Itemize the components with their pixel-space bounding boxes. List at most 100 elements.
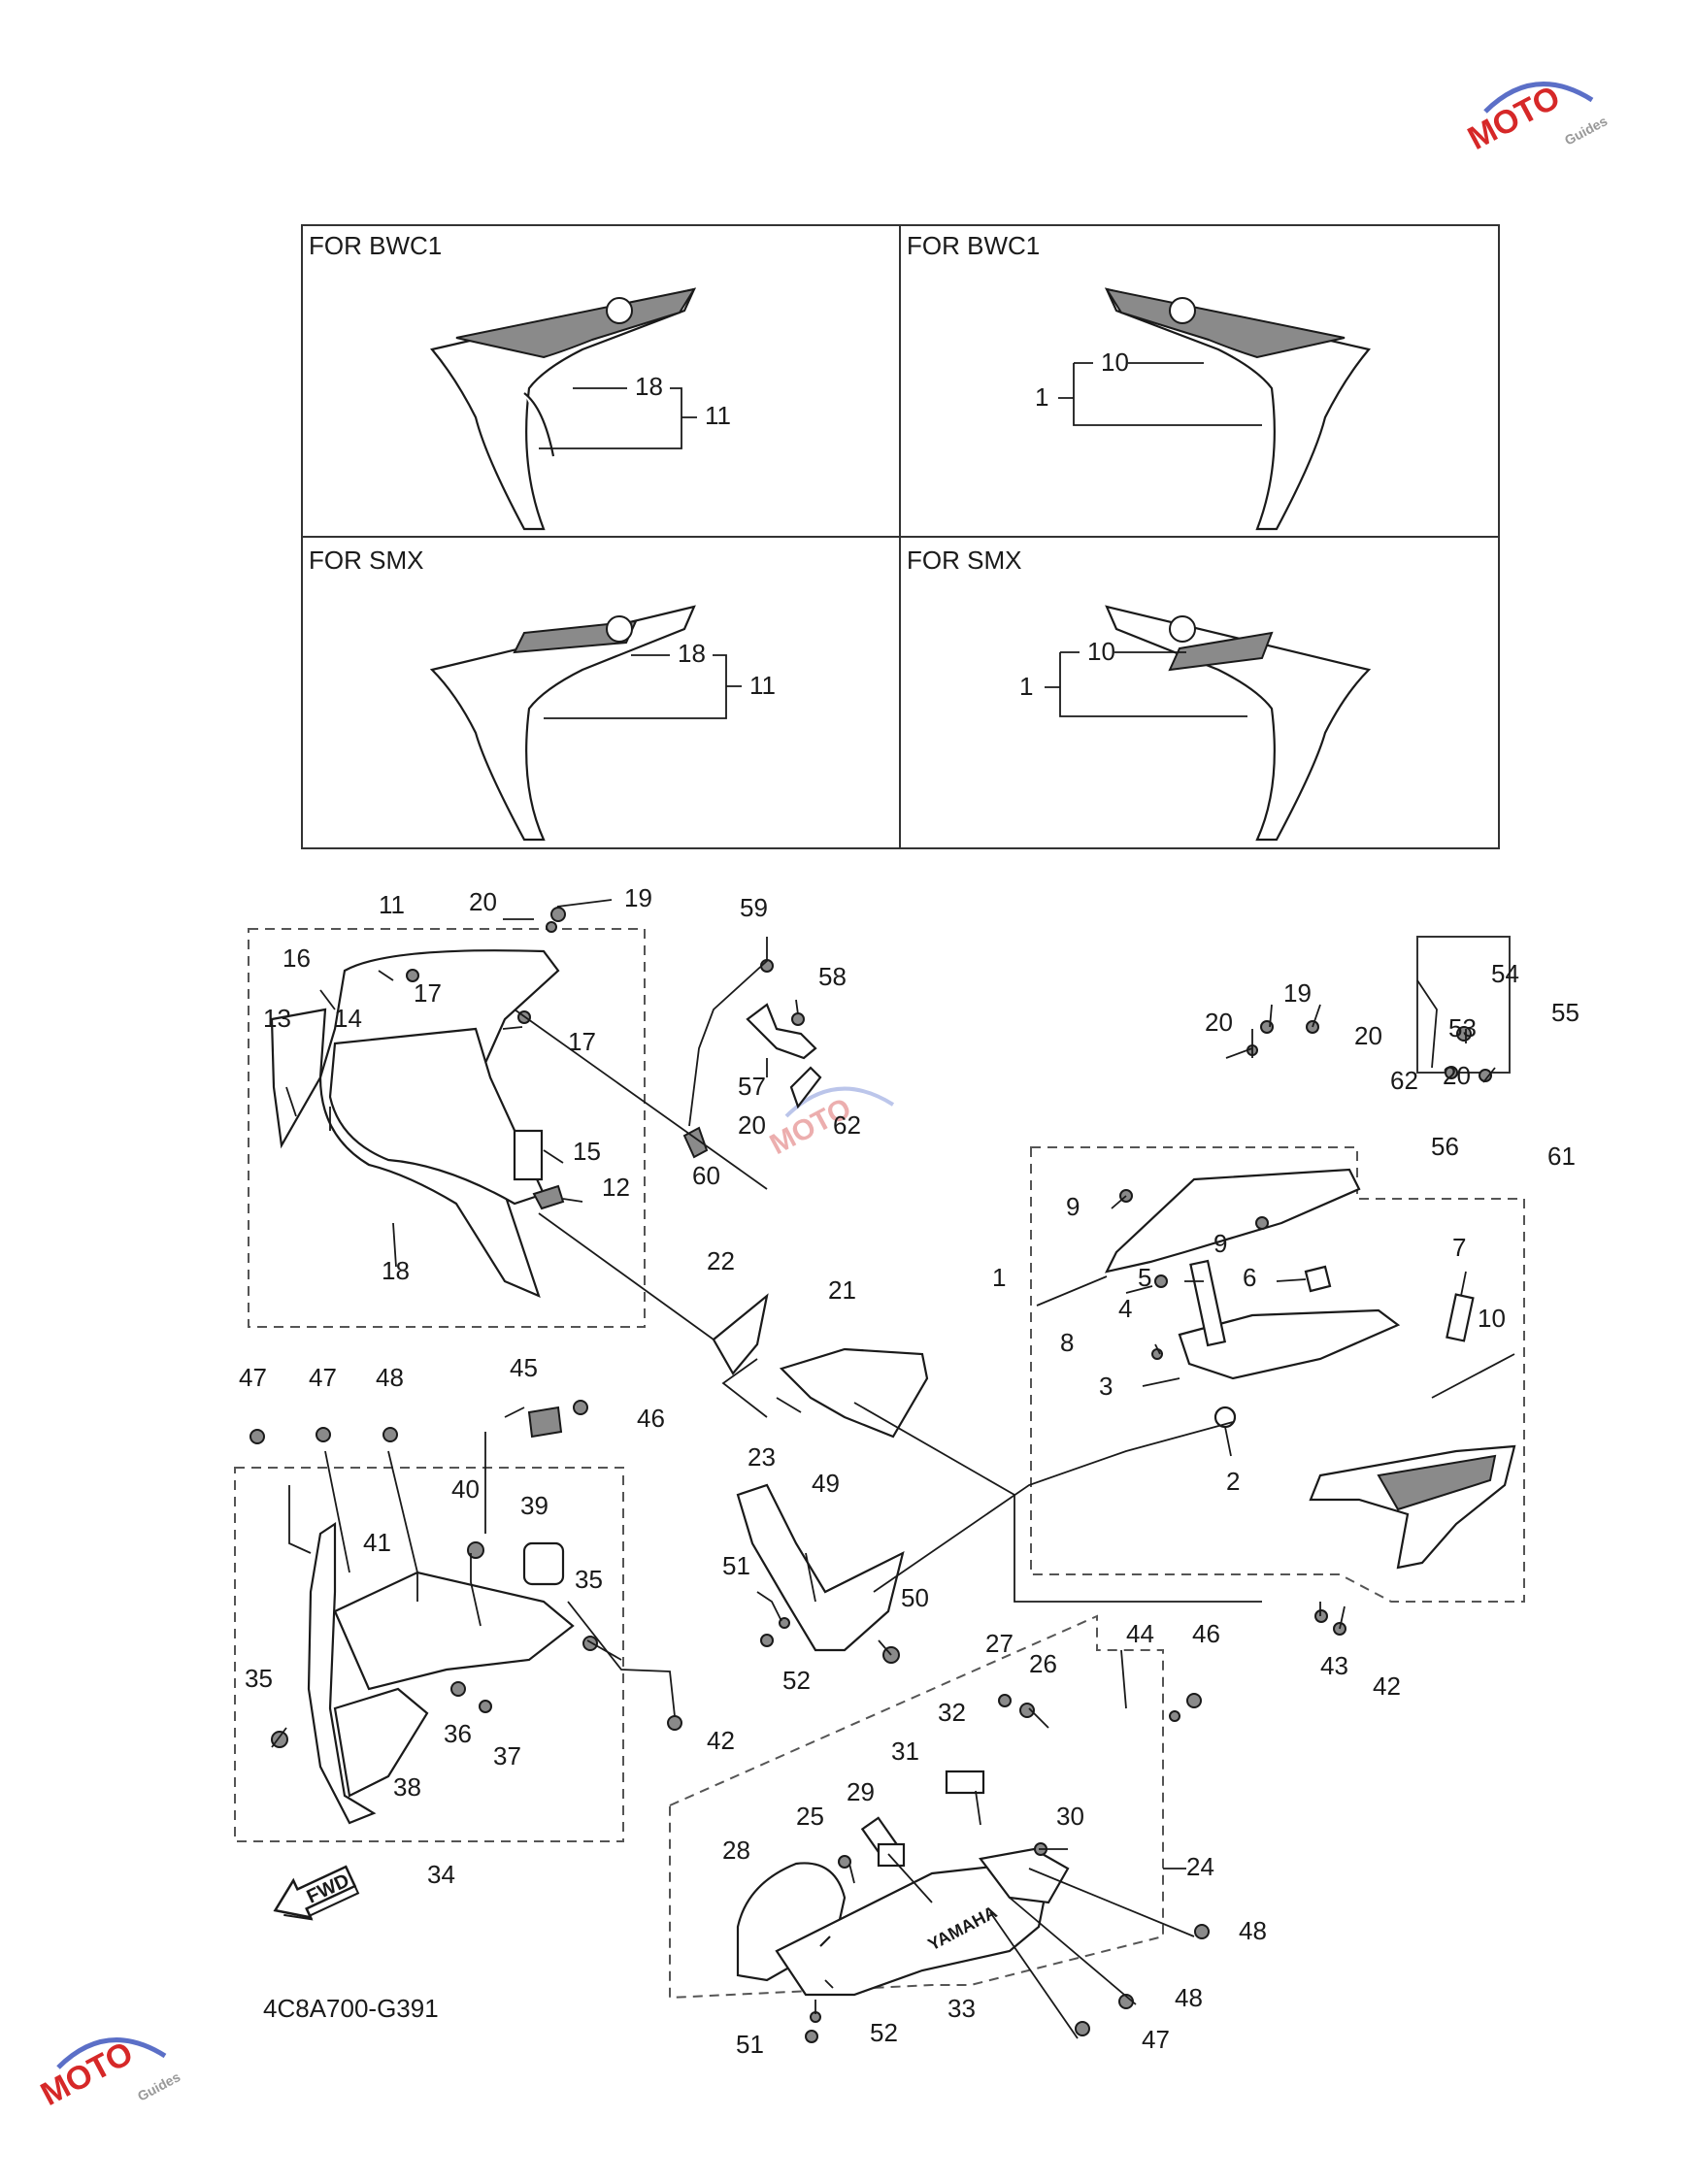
callout-variant-tl-11: 11 [705, 401, 731, 430]
callout-variant-tr-1: 1 [1035, 382, 1048, 412]
decal-part-10 [1377, 1454, 1497, 1511]
callout-53: 53 [1448, 1013, 1477, 1042]
watermark-logo-middle: MOTO [765, 1086, 895, 1161]
leader-lines [271, 899, 1515, 2039]
callout-48: 48 [376, 1363, 404, 1392]
nut-part-12 [532, 1184, 565, 1210]
duct-part-22 [712, 1293, 769, 1375]
callout-47: 47 [309, 1363, 337, 1392]
callout-3: 3 [1099, 1372, 1113, 1401]
callout-30: 30 [1056, 1802, 1084, 1831]
callout-35: 35 [575, 1565, 603, 1594]
callout-1: 1 [992, 1263, 1006, 1292]
callout-17: 17 [414, 978, 442, 1008]
fastener-bolts [249, 907, 1492, 2043]
callout-23: 23 [748, 1442, 776, 1472]
callout-2: 2 [1226, 1467, 1240, 1496]
variant-label-top-left: FOR BWC1 [309, 231, 442, 260]
callout-6: 6 [1243, 1263, 1256, 1292]
callout-44: 44 [1126, 1619, 1154, 1648]
callout-54: 54 [1491, 959, 1519, 988]
pad-part-7 [1446, 1293, 1475, 1342]
callout-19: 19 [624, 883, 652, 912]
bracket-part-13 [270, 1008, 327, 1149]
callout-43: 43 [1320, 1651, 1348, 1680]
fairing-variant-bottom-left [429, 605, 696, 842]
callout-10: 10 [1478, 1304, 1506, 1333]
callout-21: 21 [828, 1275, 856, 1305]
callout-14: 14 [334, 1004, 362, 1033]
callout-12: 12 [602, 1173, 630, 1202]
svg-text:Guides: Guides [1562, 113, 1611, 149]
callout-24: 24 [1186, 1852, 1214, 1881]
callout-18: 18 [382, 1256, 410, 1285]
bracket-part-57 [746, 1003, 817, 1060]
variant-label-top-right: FOR BWC1 [907, 231, 1040, 260]
callout-31: 31 [891, 1737, 919, 1766]
pad-part-6 [1304, 1265, 1332, 1293]
callout-47: 47 [1142, 2025, 1170, 2054]
callout-variant-br-10: 10 [1087, 637, 1115, 666]
center-cowl-part-49 [736, 1483, 905, 1652]
panel-part-3 [1178, 1308, 1401, 1380]
fairing-variant-top-left [430, 287, 697, 531]
callout-52: 52 [870, 2018, 898, 2047]
callout-9: 9 [1066, 1192, 1080, 1221]
svg-text:Guides: Guides [135, 2068, 183, 2104]
callout-15: 15 [573, 1137, 601, 1166]
callout-8: 8 [1060, 1328, 1074, 1357]
callout-20: 20 [738, 1110, 766, 1140]
pad-part-15 [513, 1129, 544, 1181]
callout-39: 39 [520, 1491, 548, 1520]
leader-part-25 [819, 1936, 831, 1947]
callout-61: 61 [1547, 1142, 1576, 1171]
callout-26: 26 [1029, 1649, 1057, 1678]
callout-60: 60 [692, 1161, 720, 1190]
callout-56: 56 [1431, 1132, 1459, 1161]
group-box-62 [1416, 936, 1511, 1074]
callout-variant-bl-18: 18 [678, 639, 706, 668]
callout-17: 17 [568, 1027, 596, 1056]
callout-28: 28 [722, 1836, 750, 1865]
callout-46: 46 [637, 1404, 665, 1433]
callout-29: 29 [847, 1777, 875, 1806]
callout-45: 45 [510, 1353, 538, 1382]
callout-59: 59 [740, 893, 768, 922]
rod-part-62a [789, 1066, 822, 1109]
callout-62: 62 [833, 1110, 861, 1140]
callout-32: 32 [938, 1698, 966, 1727]
callout-7: 7 [1452, 1233, 1466, 1262]
fwd-arrow: FWD [273, 1865, 360, 1921]
callout-20: 20 [1354, 1021, 1382, 1050]
group-boxes [234, 928, 1525, 2000]
variant-grid: FOR BWC1 FOR BWC1 FOR SMX FOR SMX 18 11 … [301, 224, 1500, 849]
callout-4: 4 [1118, 1294, 1132, 1323]
lower-side-part-34 [307, 1521, 377, 1825]
group-box-34 [234, 1467, 624, 1842]
callout-58: 58 [818, 962, 847, 991]
callout-20: 20 [469, 887, 497, 916]
callout-36: 36 [444, 1719, 472, 1748]
callout-33: 33 [947, 1994, 976, 2023]
callout-42: 42 [1373, 1671, 1401, 1701]
callout-variant-bl-11: 11 [749, 671, 776, 700]
callout-51: 51 [736, 2030, 764, 2059]
callout-20: 20 [1205, 1008, 1233, 1037]
diagram-code: 4C8A700-G391 [263, 1994, 439, 2023]
callout-13: 13 [263, 1004, 291, 1033]
callout-34: 34 [427, 1860, 455, 1889]
callout-numbers: 11 20 19 16 17 17 13 14 15 12 18 59 58 5… [239, 883, 1579, 2059]
duct-part-21 [779, 1347, 929, 1439]
callout-16: 16 [282, 943, 311, 973]
callout-19: 19 [1283, 978, 1312, 1008]
fairing-variant-bottom-right [1105, 605, 1372, 842]
pad-part-32 [945, 1770, 985, 1795]
watermark-logo-top: MOTO Guides [1462, 79, 1611, 157]
group-box-11 [248, 928, 646, 1328]
callout-47: 47 [239, 1363, 267, 1392]
pad-part-29 [877, 1842, 906, 1868]
callout-11: 11 [379, 890, 405, 919]
callout-49: 49 [812, 1469, 840, 1498]
callout-9: 9 [1213, 1229, 1227, 1258]
